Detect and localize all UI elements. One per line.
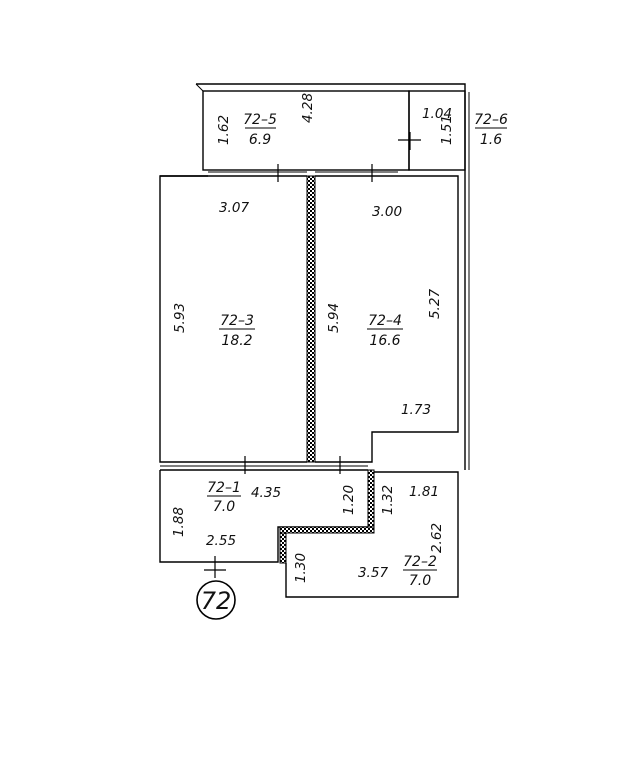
dim-1-51: 1.51 [439, 115, 455, 145]
room-area: 7.0 [213, 499, 235, 515]
dim-1-88: 1.88 [171, 507, 187, 537]
room-label-72-5: 72–5 6.9 [243, 112, 277, 148]
dim-5-94: 5.94 [326, 303, 342, 333]
dim-2-62: 2.62 [429, 523, 445, 553]
room-area: 16.6 [369, 333, 400, 349]
dim-5-27: 5.27 [427, 289, 443, 319]
dim-1-62: 1.62 [216, 115, 232, 145]
dim-3-57: 3.57 [358, 565, 388, 581]
room-id: 72–4 [368, 313, 402, 329]
room-id: 72–2 [403, 554, 437, 570]
partition-wall [306, 175, 316, 463]
bathroom-wall-hatch-s [279, 532, 287, 564]
room-label-72-3: 72–3 18.2 [219, 313, 255, 349]
room-area: 1.6 [480, 132, 502, 148]
dim-1-32: 1.32 [380, 485, 396, 515]
bathroom-wall-hatch-v [367, 469, 375, 533]
apartment-number: 72 [201, 587, 232, 615]
room-id: 72–3 [220, 313, 254, 329]
dim-3-00: 3.00 [372, 204, 402, 220]
dim-1-81: 1.81 [409, 484, 439, 500]
room-id: 72–1 [207, 480, 241, 496]
dim-4-35: 4.35 [251, 485, 281, 501]
room-id: 72–6 [474, 112, 508, 128]
dimension-labels: 1.62 4.28 1.04 1.51 3.07 3.00 5.93 5.94 … [171, 93, 455, 583]
room-72-6 [408, 90, 466, 171]
dim-1-30: 1.30 [293, 553, 309, 583]
dim-2-55: 2.55 [206, 533, 236, 549]
room-id: 72–5 [243, 112, 277, 128]
room-area: 18.2 [221, 333, 252, 349]
apartment-marker: 72 [196, 580, 236, 620]
dim-1-04: 1.04 [422, 106, 452, 122]
room-label-72-2: 72–2 7.0 [403, 554, 437, 589]
room-72-1 [159, 456, 368, 578]
dim-1-73: 1.73 [401, 402, 431, 418]
room-72-2 [285, 471, 459, 598]
dim-4-28: 4.28 [300, 93, 316, 123]
dim-1-20: 1.20 [341, 485, 357, 515]
room-area: 7.0 [409, 573, 431, 589]
room-72-3 [159, 164, 307, 463]
dim-3-07: 3.07 [219, 200, 249, 216]
dim-5-93: 5.93 [172, 303, 188, 333]
room-area: 6.9 [249, 132, 271, 148]
bathroom-wall-hatch-h [279, 526, 375, 534]
room-label-72-6: 72–6 1.6 [474, 112, 508, 148]
room-72-5 [195, 83, 466, 171]
room-label-72-4: 72–4 16.6 [367, 313, 403, 349]
room-label-72-1: 72–1 7.0 [207, 480, 241, 515]
room-72-4 [315, 164, 459, 463]
